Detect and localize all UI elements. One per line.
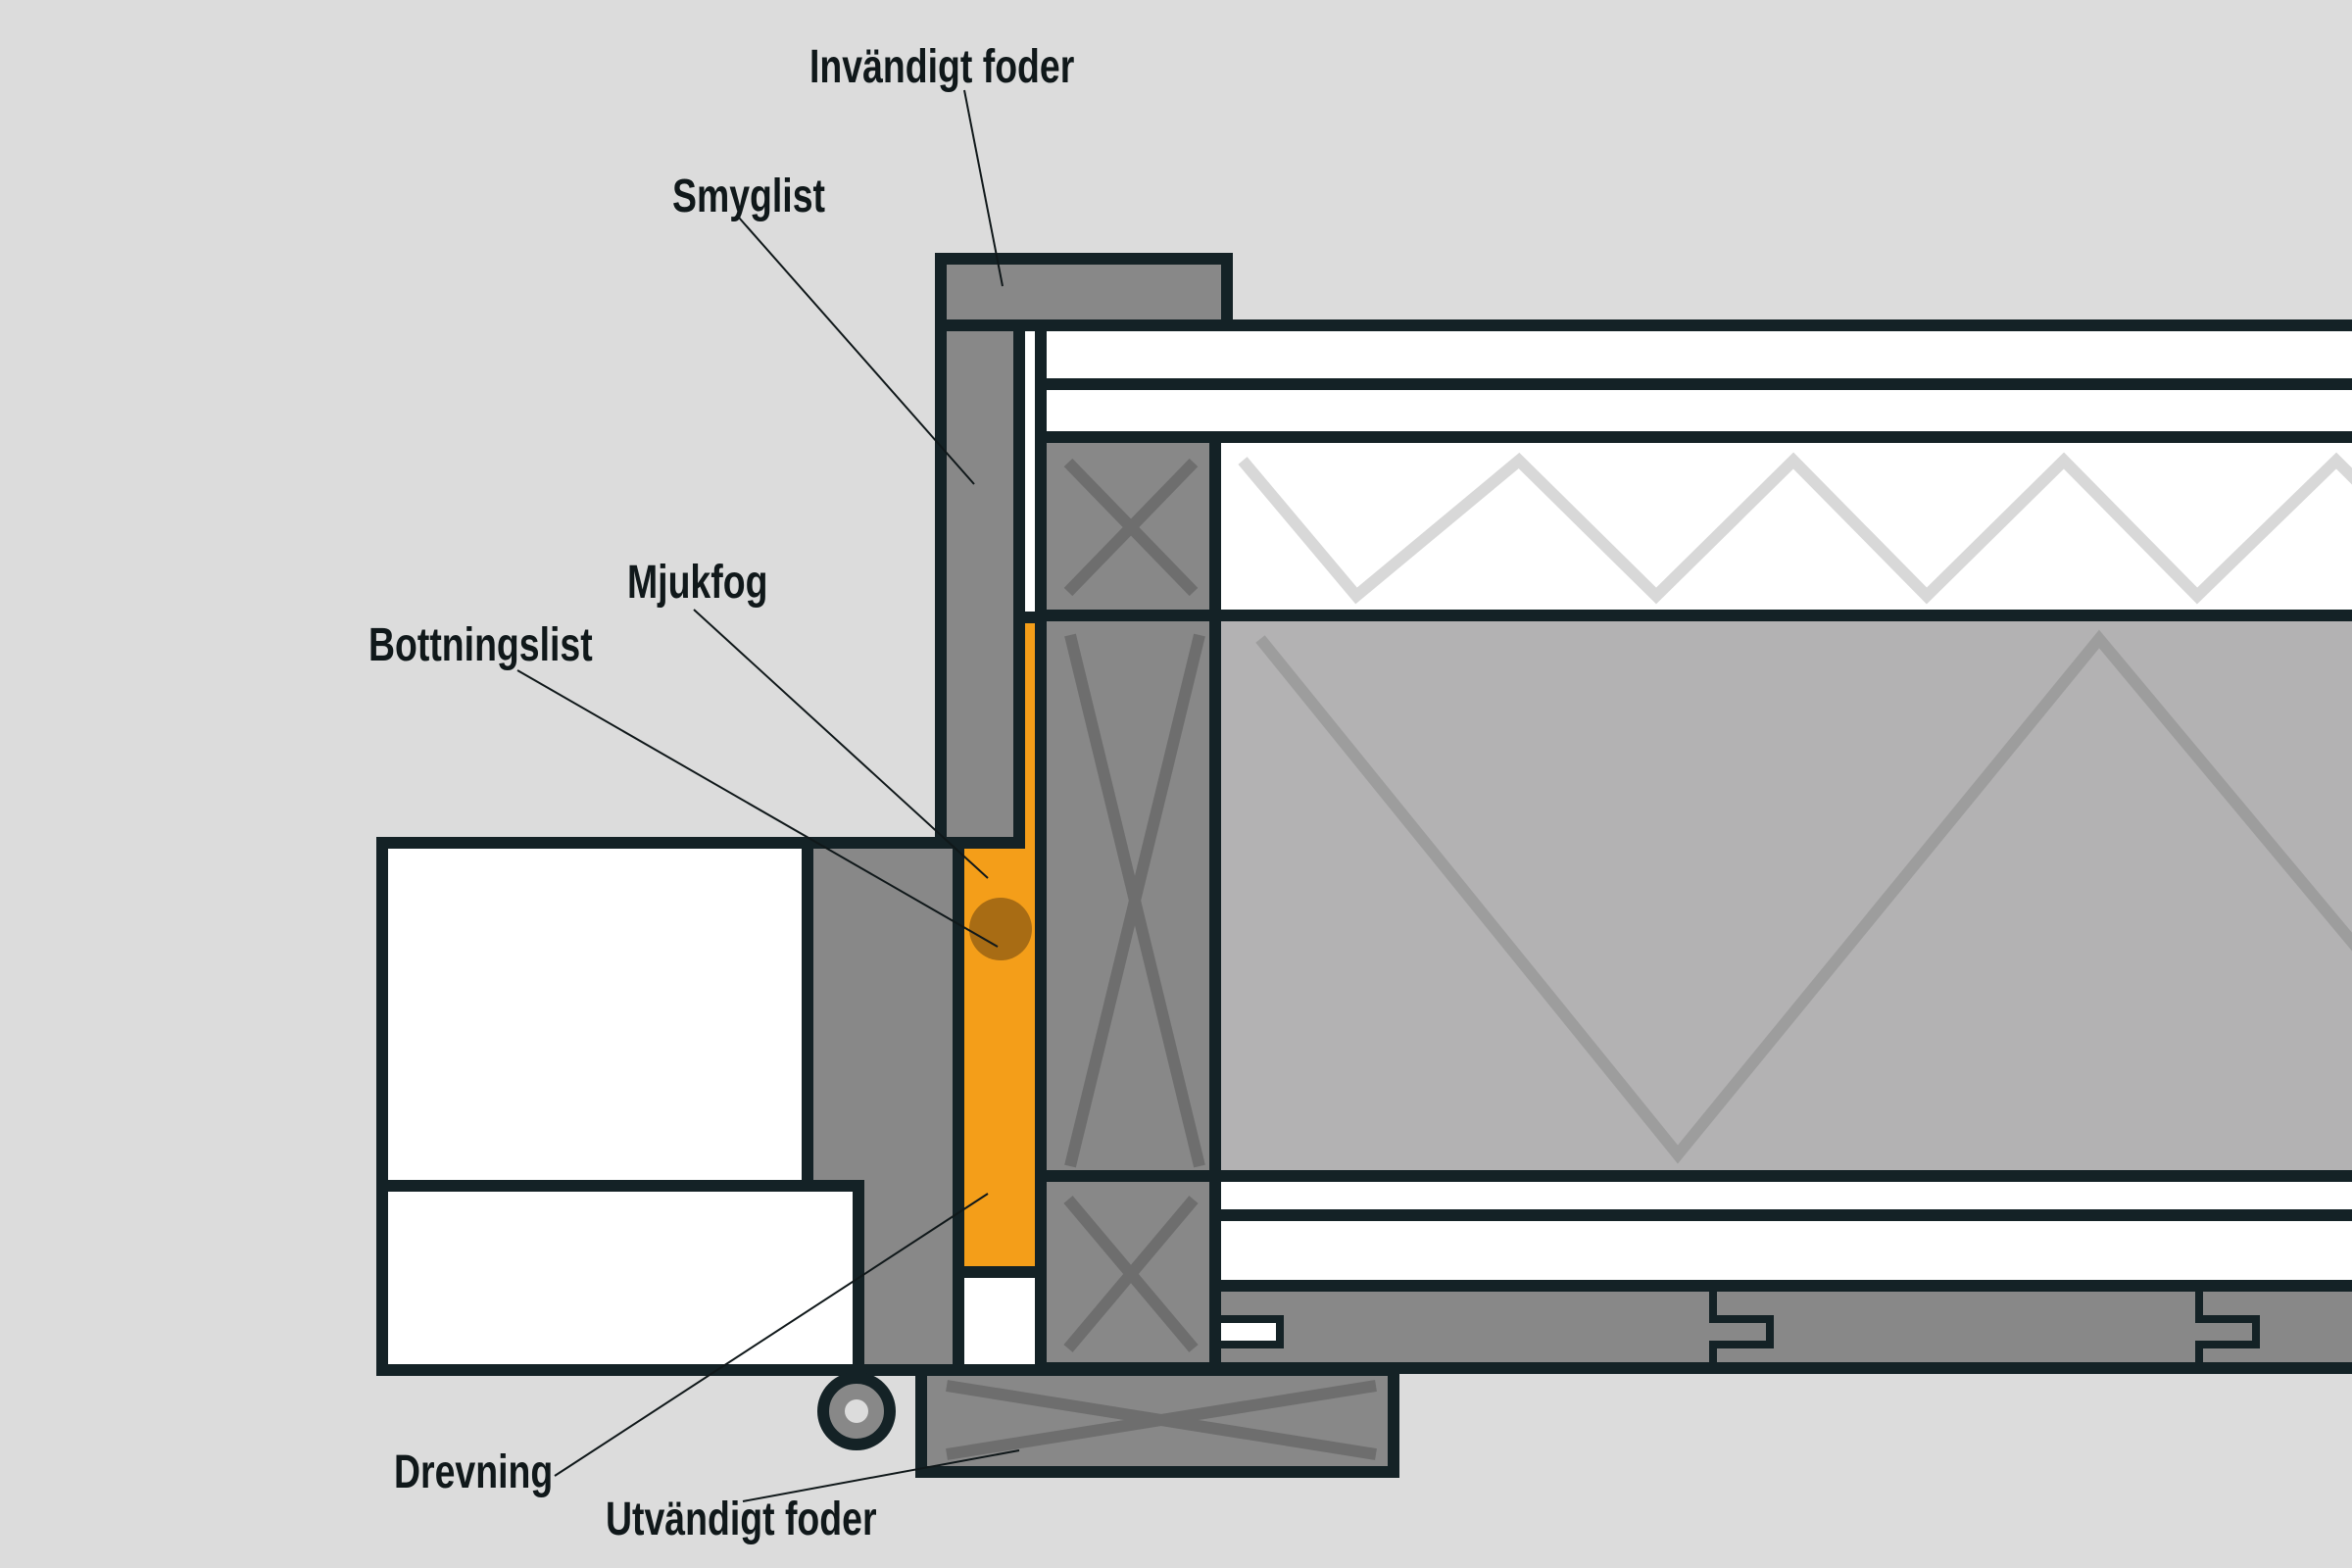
installation-insulation-pattern [1238, 452, 2352, 605]
wall-section [1013, 319, 2352, 1374]
label-smyglist: Smyglist [672, 171, 825, 223]
cladding-joint-3 [2195, 1292, 2260, 1366]
drevning-fill [953, 1266, 1047, 1376]
leader-mjukfog [693, 609, 989, 879]
exterior-board-2 [1209, 1209, 2352, 1292]
interior-board-1 [1013, 319, 2352, 390]
reveal-lining [935, 319, 1025, 849]
window-sash-upper [376, 837, 813, 1192]
cladding-joint-2 [1709, 1292, 1774, 1366]
main-insulation-layer [1209, 610, 2352, 1182]
backer-rod [969, 898, 1032, 960]
label-bottningslist: Bottningslist [368, 619, 593, 672]
leader-drevning [554, 1193, 989, 1477]
stud-middle-cross [1064, 633, 1205, 1168]
wall-studs [1013, 319, 1221, 1374]
exterior-cladding [1209, 1280, 2352, 1374]
window-sash-lower [376, 1180, 864, 1376]
label-utvandigt-foder: Utvändigt foder [606, 1494, 877, 1546]
stud-upper-cross [1063, 458, 1199, 597]
label-drevning: Drevning [394, 1446, 553, 1499]
interior-board-2 [1013, 378, 2352, 443]
drip-nail-hole [845, 1399, 868, 1423]
leader-smyglist [738, 217, 975, 485]
interior-casing [935, 253, 1233, 331]
leader-invandigt-foder [963, 89, 1004, 287]
window-frame [376, 837, 964, 1376]
exterior-casing-cross [946, 1380, 1377, 1460]
cladding-joint-1 [1215, 1315, 1284, 1348]
label-invandigt-foder: Invändigt foder [809, 41, 1075, 94]
label-mjukfog: Mjukfog [627, 557, 767, 610]
main-insulation-pattern [1255, 629, 2352, 1164]
leader-lines [516, 89, 1020, 1502]
leader-utvandigt-foder [742, 1449, 1020, 1502]
stud-lower-cross [1063, 1196, 1199, 1352]
leader-bottningslist [516, 669, 999, 948]
callouts: Invändigt foder Smyglist Mjukfog Bottnin… [368, 41, 1075, 1546]
